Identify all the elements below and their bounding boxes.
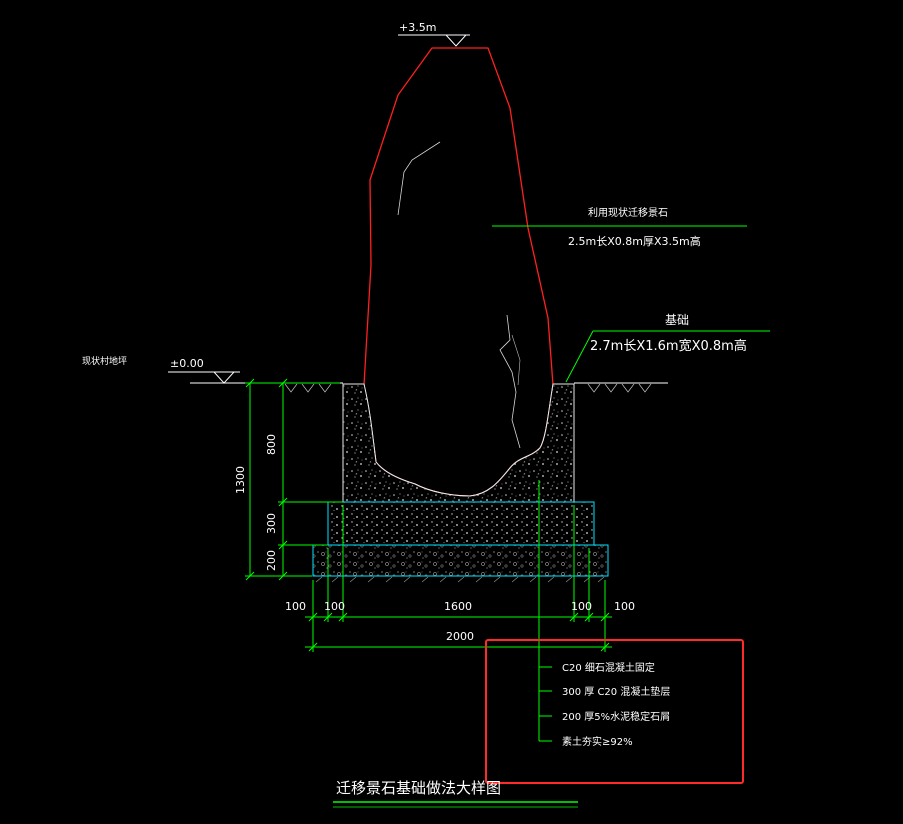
stone-annotation: 利用现状迁移景石 2.5m长X0.8m厚X3.5m高 (492, 206, 747, 248)
dim-h-slab: 300 (265, 513, 278, 534)
top-level-marker: +3.5m (398, 21, 470, 47)
drawing-title-block: 迁移景石基础做法大样图 (333, 779, 578, 808)
dim-total-height: 1300 (234, 466, 247, 494)
layer-highlight-box (485, 639, 744, 784)
foundation-label: 基础 (665, 313, 689, 327)
ground-label: 现状村地坪 (82, 355, 127, 367)
stabilized-base-200 (312, 544, 609, 577)
ground-level-text: ±0.00 (170, 357, 204, 370)
layer-label: 200 厚5%水泥稳定石屑 (562, 710, 670, 723)
stone-crack (499, 314, 521, 449)
layer-label: C20 细石混凝土固定 (562, 661, 655, 674)
ground-level-marker: ±0.00 现状村地坪 (82, 355, 240, 384)
dim-w-left-inner: 100 (324, 600, 345, 613)
layer-label: 300 厚 C20 混凝土垫层 (562, 685, 670, 698)
dim-w-right-outer: 100 (614, 600, 635, 613)
dim-h-base: 200 (265, 550, 278, 571)
concrete-pocket (342, 383, 575, 503)
dim-w-center: 1600 (444, 600, 472, 613)
compacted-soil-hatch (315, 576, 605, 583)
horizontal-dimensions (305, 505, 612, 652)
ground-line (190, 382, 668, 393)
stone-crack (397, 141, 441, 216)
top-level-text: +3.5m (399, 21, 436, 34)
stone-crack (511, 334, 521, 386)
foundation-annotation: 基础 2.7m长X1.6m宽X0.8m高 (565, 313, 770, 383)
vertical-dimensions (245, 378, 343, 581)
layer-label: 素土夯实≥92% (562, 735, 633, 748)
foundation-size: 2.7m长X1.6m宽X0.8m高 (590, 338, 747, 354)
dim-w-total: 2000 (446, 630, 474, 643)
dim-w-right-inner: 100 (571, 600, 592, 613)
landscape-stone (363, 47, 554, 497)
dim-w-left-outer: 100 (285, 600, 306, 613)
drawing-title: 迁移景石基础做法大样图 (336, 779, 501, 797)
dim-h-concrete: 800 (265, 434, 278, 455)
concrete-slab-300 (327, 501, 595, 546)
stone-label: 利用现状迁移景石 (588, 206, 668, 219)
stone-size: 2.5m长X0.8m厚X3.5m高 (568, 234, 701, 248)
layer-leaders (538, 480, 552, 742)
